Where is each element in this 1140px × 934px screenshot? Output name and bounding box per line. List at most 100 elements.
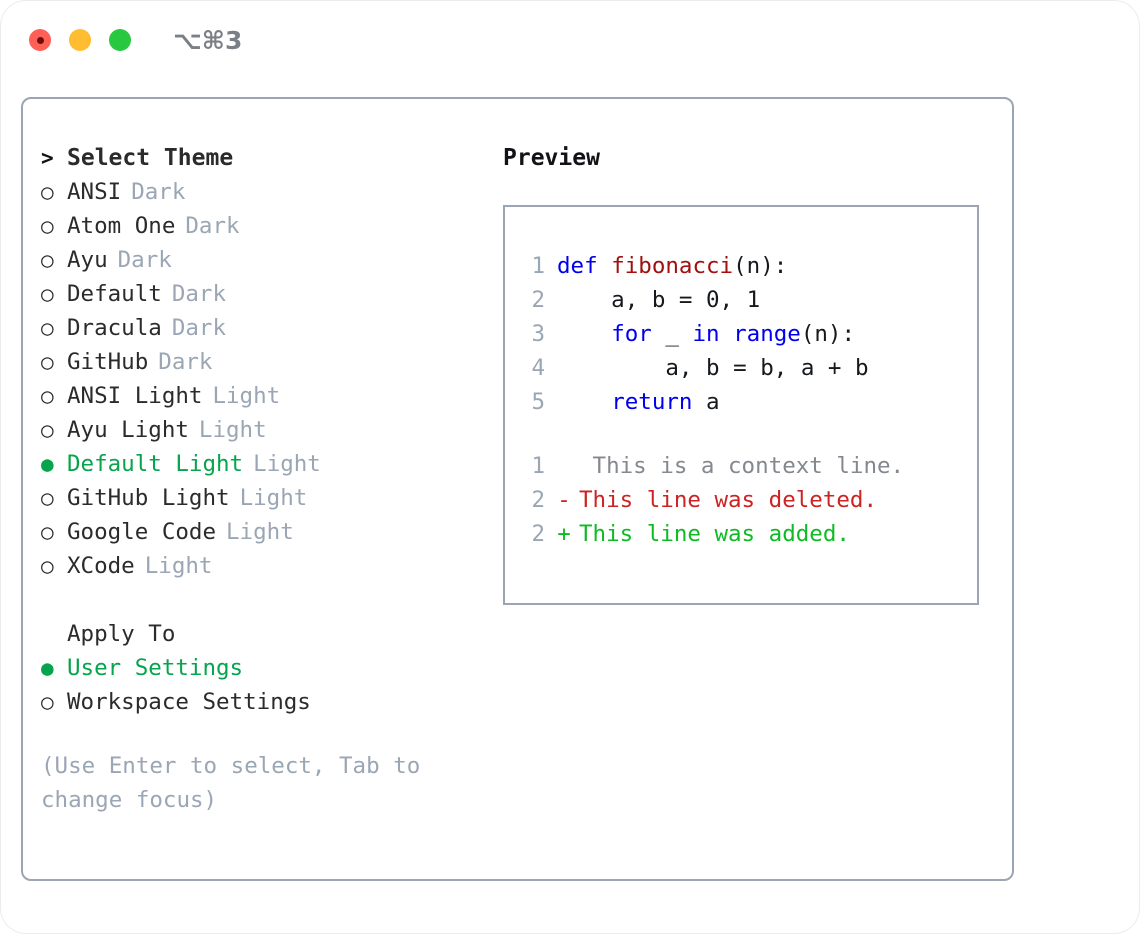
code-line-text: return a [557, 385, 720, 419]
code-line-number: 3 [531, 321, 545, 347]
code-line-text: a, b = 0, 1 [557, 283, 760, 317]
code-line: 5 return a [523, 385, 977, 419]
theme-variant-tag: Dark [158, 349, 213, 375]
traffic-lights [29, 29, 131, 51]
theme-name-label: Atom One [67, 213, 176, 239]
code-line: 1 def fibonacci(n): [523, 249, 977, 283]
code-token: range [733, 321, 801, 347]
radio-unselected-icon[interactable]: ○ [41, 690, 54, 714]
radio-unselected-icon[interactable]: ○ [41, 248, 54, 272]
theme-variant-tag: Dark [171, 281, 227, 307]
code-token: a, b = 0, 1 [557, 287, 761, 313]
diff-line: 1 This is a context line. [523, 449, 977, 483]
code-token [720, 321, 734, 347]
code-line: 3 for _ in range(n): [523, 317, 977, 351]
code-token [557, 389, 611, 415]
radio-unselected-icon[interactable]: ○ [41, 214, 54, 238]
apply-to-item[interactable]: ○ Workspace Settings [41, 685, 481, 719]
code-line-text: a, b = b, a + b [557, 351, 869, 385]
code-preview-box: 1 def fibonacci(n): 2 a, b = 0, 1 3 for _ i… [503, 205, 979, 605]
code-token: (n): [733, 253, 788, 279]
apply-to-item[interactable]: ● User Settings [41, 651, 481, 685]
apply-to-heading: Apply To [41, 617, 481, 651]
theme-list-item[interactable]: ○ Default Dark [41, 277, 481, 311]
code-token: return [611, 389, 693, 415]
diff-line-text: This is a context line. [579, 453, 905, 479]
radio-selected-icon[interactable]: ● [41, 452, 54, 476]
code-token: in [692, 321, 720, 347]
code-line-text: def fibonacci(n): [557, 249, 787, 283]
code-line-number: 5 [531, 389, 545, 415]
theme-name-label: Dracula [67, 315, 162, 341]
code-token [557, 321, 611, 347]
diff-line-number: 2 [531, 487, 545, 513]
theme-variant-tag: Dark [171, 315, 227, 341]
radio-unselected-icon[interactable]: ○ [41, 418, 54, 442]
radio-unselected-icon[interactable]: ○ [41, 486, 54, 510]
theme-list-item[interactable]: ○ Google Code Light [41, 515, 481, 549]
theme-variant-tag: Dark [117, 247, 172, 273]
radio-unselected-icon[interactable]: ○ [41, 384, 54, 408]
prompt-caret-icon: > [41, 146, 54, 170]
radio-unselected-icon[interactable]: ○ [41, 180, 54, 204]
code-token: def [557, 253, 612, 279]
theme-variant-tag: Light [198, 417, 267, 443]
radio-unselected-icon[interactable]: ○ [41, 350, 54, 374]
minimize-window-button[interactable] [69, 29, 91, 51]
code-line-number: 4 [531, 355, 545, 381]
code-token: a, b = b, a + b [557, 355, 869, 381]
diff-sample: 1 This is a context line.2-This line was… [523, 449, 977, 551]
diff-line: 2+This line was added. [523, 517, 977, 551]
code-token: fibonacci [611, 253, 734, 279]
theme-variant-tag: Light [239, 485, 308, 511]
theme-list-item[interactable]: ○ GitHub Light Light [41, 481, 481, 515]
theme-name-label: Google Code [67, 519, 217, 545]
theme-variant-tag: Dark [131, 179, 186, 205]
theme-list-item[interactable]: ○ Ayu Light Light [41, 413, 481, 447]
theme-name-label: Ayu [67, 247, 108, 273]
diff-line-number: 2 [531, 521, 545, 547]
radio-unselected-icon[interactable]: ○ [41, 282, 54, 306]
theme-list-item[interactable]: ○ Ayu Dark [41, 243, 481, 277]
theme-variant-tag: Light [226, 519, 294, 545]
theme-list-item[interactable]: ○ XCode Light [41, 549, 481, 583]
code-line-number: 1 [531, 253, 545, 279]
close-window-button[interactable] [29, 29, 51, 51]
radio-unselected-icon[interactable]: ○ [41, 520, 54, 544]
radio-selected-icon[interactable]: ● [41, 656, 54, 680]
theme-variant-tag: Light [144, 553, 213, 579]
keyboard-hint-text: (Use Enter to select, Tab to change focu… [41, 753, 421, 813]
theme-name-label: XCode [67, 553, 135, 579]
theme-list-item[interactable]: ○ Dracula Dark [41, 311, 481, 345]
apply-to-label: User Settings [67, 655, 244, 681]
theme-name-label: GitHub Light [67, 485, 230, 511]
code-token: a [692, 389, 720, 415]
apply-to-list[interactable]: ● User Settings ○ Workspace Settings [41, 651, 481, 719]
theme-list-item[interactable]: ○ GitHub Dark [41, 345, 481, 379]
theme-variant-tag: Light [253, 451, 321, 477]
theme-name-label: Default [67, 281, 162, 307]
code-token: for [611, 321, 652, 347]
code-diff-gap [523, 419, 977, 449]
radio-unselected-icon[interactable]: ○ [41, 316, 54, 340]
code-token: _ [651, 321, 693, 347]
theme-variant-tag: Light [212, 383, 281, 409]
theme-name-label: Ayu Light [67, 417, 189, 443]
diff-line-text: This line was added. [579, 521, 850, 547]
theme-name-label: GitHub [67, 349, 149, 375]
radio-unselected-icon[interactable]: ○ [41, 554, 54, 578]
spacer-marker [41, 617, 67, 651]
diff-marker-icon [557, 449, 571, 483]
code-line-text: for _ in range(n): [557, 317, 855, 351]
apply-to-label: Workspace Settings [67, 689, 311, 715]
list-spacer [41, 583, 481, 617]
maximize-window-button[interactable] [109, 29, 131, 51]
